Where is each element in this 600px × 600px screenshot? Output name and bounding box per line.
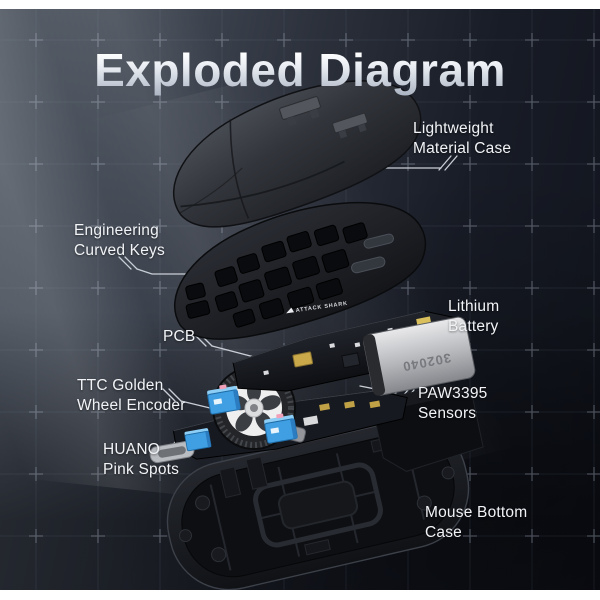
label-pcb: PCB <box>163 327 195 347</box>
label-line: Lightweight <box>413 120 494 137</box>
exploded-mouse: 302040 <box>149 80 484 590</box>
label-line: PAW3395 <box>418 385 488 402</box>
lower-pcb-assembly <box>149 366 408 464</box>
usb-receiver <box>149 440 195 464</box>
label-line: Case <box>425 524 462 542</box>
photo-background: 302040 <box>0 9 600 590</box>
label-line: PCB <box>163 328 196 345</box>
page-title: Exploded Diagram <box>0 43 600 97</box>
label-huano: HUANO Pink Spots <box>103 440 179 481</box>
label-curved-keys: Engineering Curved Keys <box>74 221 165 262</box>
honeycomb-cutouts <box>185 222 368 328</box>
label-line: Lithium <box>448 298 500 315</box>
mouse-bottom-case <box>166 419 470 590</box>
label-line: Engineering <box>74 222 159 239</box>
leader-wheel-encoder <box>162 388 211 409</box>
label-paw3395: PAW3395 Sensors <box>418 384 487 425</box>
shell-clip-left <box>279 96 321 127</box>
label-line: Wheel Encoder <box>77 397 186 415</box>
label-lithium-battery: Lithium Battery <box>448 297 499 338</box>
key-frame <box>174 201 427 340</box>
side-buttons <box>351 233 394 274</box>
label-line: Pink Spots <box>103 461 180 479</box>
label-line: Curved Keys <box>74 242 165 260</box>
label-line: HUANO <box>103 441 160 458</box>
label-line: Battery <box>448 318 499 336</box>
label-line: Material Case <box>413 140 512 158</box>
bottom-white-strip <box>0 590 600 600</box>
main-pcb: 302040 <box>232 310 476 396</box>
switch-blue-2 <box>264 413 298 444</box>
label-lightweight-case: Lightweight Material Case <box>413 119 511 160</box>
label-line: TTC Golden <box>77 377 164 394</box>
label-bottom-case: Mouse Bottom Case <box>425 503 527 544</box>
label-line: Mouse Bottom <box>425 504 528 521</box>
switch-blue-1 <box>207 384 241 415</box>
label-wheel-encoder: TTC Golden Wheel Encoder <box>77 376 186 417</box>
top-white-strip <box>0 0 600 9</box>
label-line: Sensors <box>418 405 477 423</box>
lithium-battery: 302040 <box>363 316 476 396</box>
switch-blue-3 <box>184 428 212 452</box>
shell-clip-right <box>332 112 368 139</box>
